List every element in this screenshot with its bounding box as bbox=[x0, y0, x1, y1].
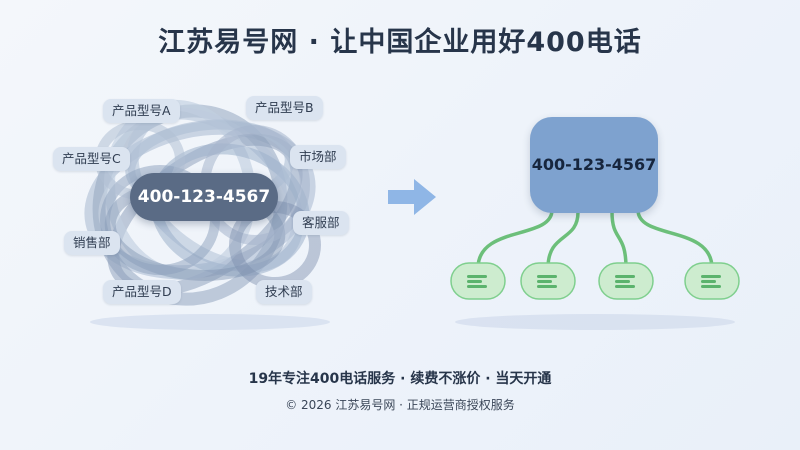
footer-slogan: 19年专注400电话服务 · 续费不涨价 · 当天开通 bbox=[248, 371, 552, 387]
tag-product-d: 产品型号D bbox=[103, 280, 181, 304]
page-title: 江苏易号网 · 让中国企业用好400电话 bbox=[158, 27, 642, 58]
tag-marketing: 市场部 bbox=[290, 145, 346, 169]
tag-customer-service: 客服部 bbox=[293, 211, 349, 235]
leaf-node bbox=[684, 262, 740, 300]
arrow-right-icon bbox=[388, 179, 436, 215]
tangled-phone-number: 400-123-4567 bbox=[130, 173, 278, 221]
branch-lines bbox=[476, 208, 714, 270]
tag-product-c: 产品型号C bbox=[53, 147, 130, 171]
tag-sales: 销售部 bbox=[64, 231, 120, 255]
tag-tech: 技术部 bbox=[256, 280, 312, 304]
hub-phone-number: 400-123-4567 bbox=[530, 117, 658, 213]
leaf-node bbox=[598, 262, 654, 300]
tag-product-b: 产品型号B bbox=[246, 96, 323, 120]
right-shadow bbox=[455, 314, 735, 330]
left-shadow bbox=[90, 314, 330, 330]
leaf-node bbox=[450, 262, 506, 300]
leaf-node bbox=[520, 262, 576, 300]
footer-copyright: © 2026 江苏易号网 · 正规运营商授权服务 bbox=[285, 398, 515, 412]
tag-product-a: 产品型号A bbox=[103, 99, 180, 123]
